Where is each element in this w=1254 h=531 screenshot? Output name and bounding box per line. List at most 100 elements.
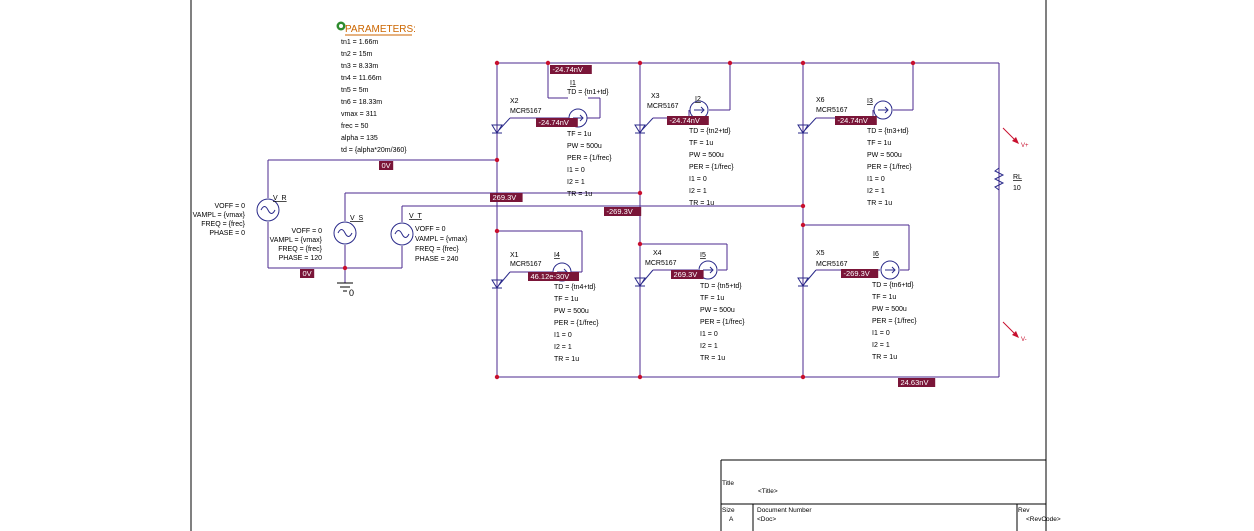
ground-label: 0 [349,288,354,298]
thyristor-x3[interactable] [634,117,654,134]
pulse-source-i3[interactable] [873,100,893,120]
vr-name: V_R [273,195,287,202]
thyristor-x2[interactable] [491,117,511,134]
parameters-icon [336,21,346,31]
title-value: <Title> [758,488,778,495]
probe-positive-label: V+ [1021,143,1029,149]
i1-line: I1 = 0 [567,167,585,174]
i3-line: I1 = 0 [867,176,885,183]
i5-name: I5 [700,252,706,259]
params-line: tn2 = 15m [341,51,372,58]
i6-line: TR = 1u [872,354,897,361]
i6-td: TD = {tn6+td} [872,282,914,289]
voltage-marker-phase-t: -269.3V [604,207,642,216]
voltage-markers: -24.74nV -24.74nV -24.74nV -24.74nV 0V 269.3V… [300,65,936,387]
x3-ref: X3 [651,93,660,100]
load-resistor[interactable] [993,167,1005,191]
i2-td: TD = {tn2+td} [689,128,731,135]
i3-name: I3 [867,98,873,105]
i6-line: I1 = 0 [872,330,890,337]
vs-line: VOFF = 0 [291,228,322,235]
vr-line: PHASE = 0 [209,230,245,237]
x1-ref: X1 [510,252,519,259]
i3-line: TF = 1u [867,140,891,147]
pulse-source-i6[interactable] [880,260,900,280]
x3-model: MCR5167 [647,103,679,110]
thyristor-x1[interactable] [491,271,511,289]
i4-line: PW = 500u [554,308,589,315]
voltage-marker-phase-r: 0V [379,161,394,170]
i3-line: I2 = 1 [867,188,885,195]
vr-line: VAMPL = {vmax} [193,212,246,219]
x1-model: MCR5167 [510,261,542,268]
i5-line: PER = {1/frec} [700,319,745,326]
rev-label: Rev [1018,507,1030,514]
voltage-marker-phase-r-text: 0V [382,161,391,170]
probe-negative[interactable] [1002,321,1019,338]
voltage-marker-phase-s: 269.3V [490,193,523,202]
i2-line: PER = {1/frec} [689,164,734,171]
params-line: tn4 = 11.66m [341,75,382,82]
vt-line: VAMPL = {vmax} [415,236,468,243]
params-line: td = {alpha*20m/360} [341,147,407,154]
voltage-marker-x2-gate: -24.74nV [536,118,578,127]
i4-line: I2 = 1 [554,344,572,351]
x5-model: MCR5167 [816,261,848,268]
voltage-marker-top-rail: -24.74nV [550,65,592,74]
i2-line: PW = 500u [689,152,724,159]
x4-ref: X4 [653,250,662,257]
voltage-marker-x3-gate-text: -24.74nV [670,116,700,125]
i5-line: PW = 500u [700,307,735,314]
params-line: frec = 50 [341,123,369,130]
i3-td: TD = {tn3+td} [867,128,909,135]
thyristor-x4[interactable] [634,269,654,287]
load-value: 10 [1013,185,1021,192]
i5-td: TD = {tn5+td} [700,283,742,290]
docnum-value: <Doc> [757,516,776,523]
i1-line: PER = {1/frec} [567,155,612,162]
voltage-source-vs[interactable] [333,221,357,245]
i6-line: PW = 500u [872,306,907,313]
x5-ref: X5 [816,250,825,257]
vr-line: VOFF = 0 [214,203,245,210]
voltage-marker-bottom-rail: 24.63nV [898,378,936,387]
params-line: tn6 = 18.33m [341,99,382,106]
voltage-marker-x1-gate-text: 46.12e-30V [531,272,570,281]
i1-line: I2 = 1 [567,179,585,186]
i2-line: I1 = 0 [689,176,707,183]
x2-ref: X2 [510,98,519,105]
i6-line: TF = 1u [872,294,896,301]
size-value: A [729,516,734,523]
params-line: tn5 = 5m [341,87,369,94]
vt-line: VOFF = 0 [415,226,446,233]
x2-model: MCR5167 [510,108,542,115]
voltage-source-vr[interactable] [256,198,280,222]
thyristor-x5[interactable] [797,269,817,287]
vt-line: PHASE = 240 [415,256,458,263]
voltage-marker-x3-gate: -24.74nV [667,116,709,125]
voltage-marker-x6-gate: -24.74nV [835,116,877,125]
voltage-marker-x4-gate-text: 269.3V [674,270,698,279]
voltage-marker-bottom-rail-text: 24.63nV [901,378,929,387]
vt-line: FREQ = {frec} [415,246,459,253]
thyristor-x6[interactable] [797,117,817,134]
rev-value: <RevCode> [1026,516,1061,523]
i3-line: TR = 1u [867,200,892,207]
vt-name: V_T [409,213,423,220]
docnum-label: Document Number [757,507,812,514]
vs-name: V_S [350,215,364,222]
i4-td: TD = {tn4+td} [554,284,596,291]
i1-name: I1 [570,80,576,87]
ground-symbol [337,282,353,292]
voltage-marker-top-rail-text: -24.74nV [553,65,583,74]
probe-positive[interactable] [1002,127,1019,144]
vt-parameters: VOFF = 0 VAMPL = {vmax} FREQ = {frec} PHASE… [415,226,468,263]
title-label: Title [722,480,734,487]
voltage-marker-x1-gate: 46.12e-30V [528,272,579,281]
voltage-source-vt[interactable] [390,222,414,246]
x6-model: MCR5167 [816,107,848,114]
